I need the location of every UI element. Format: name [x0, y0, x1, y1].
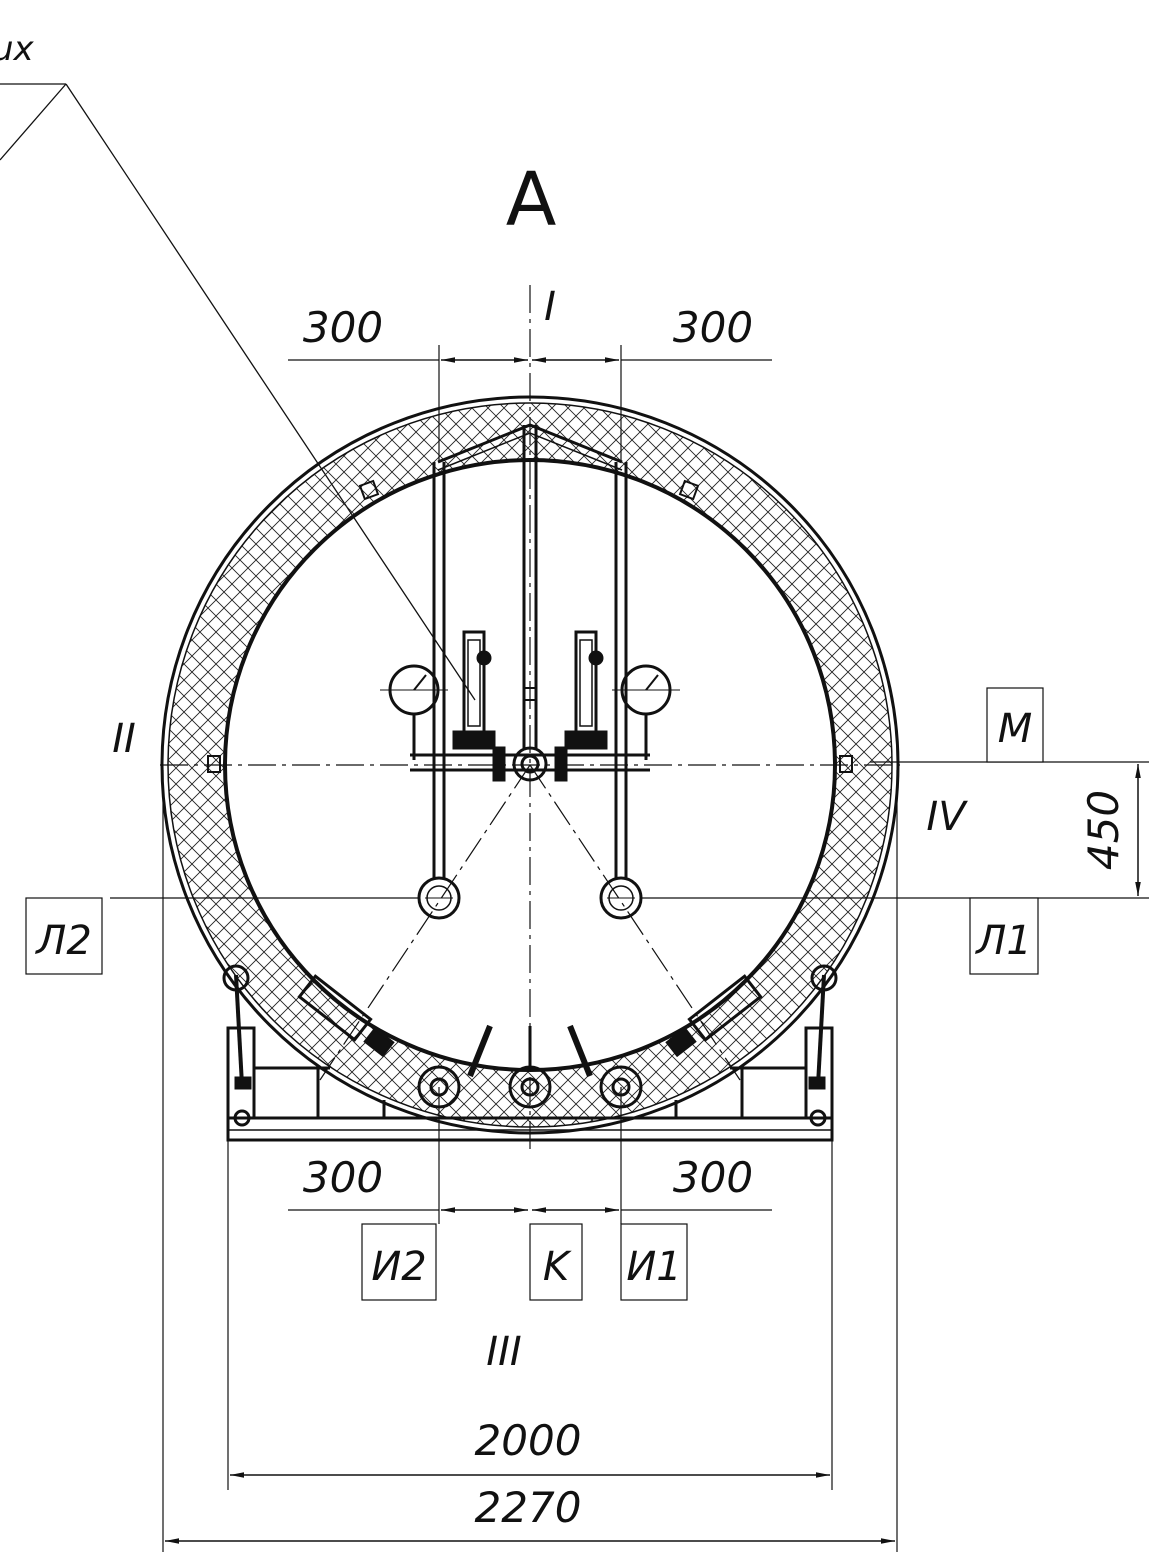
- dim-top-right: 300: [673, 303, 753, 352]
- centerlines: [160, 285, 900, 1150]
- flange-l2: [417, 876, 461, 920]
- right-gauge: [612, 664, 680, 760]
- view-label: A: [506, 157, 557, 243]
- callout-i1: И1: [620, 1223, 688, 1301]
- dim-top-left: 300: [303, 303, 383, 352]
- dim-inner-width: 2000: [475, 1416, 582, 1465]
- dim-vertical: 450: [1079, 790, 1128, 870]
- callout-i2-label: И2: [371, 1244, 426, 1290]
- callout-m: M: [986, 687, 1044, 763]
- dim-outer-width: 2270: [475, 1483, 582, 1532]
- axis-label-left: II: [112, 716, 136, 762]
- callout-l1-label: Л1: [974, 918, 1032, 964]
- extension-lines: [110, 345, 1149, 1552]
- callout-l1: Л1: [969, 897, 1039, 975]
- callout-m-label: M: [998, 706, 1033, 752]
- right-valve: [564, 630, 608, 750]
- callout-l2: Л2: [25, 897, 103, 975]
- callout-i2: И2: [361, 1223, 437, 1301]
- support-clamps: [297, 974, 763, 1058]
- callout-k: K: [529, 1223, 583, 1301]
- dimension-arrows: [165, 357, 1141, 1544]
- callout-i1-label: И1: [626, 1244, 681, 1290]
- leader-lines: [0, 83, 476, 701]
- axis-label-bottom: III: [486, 1329, 521, 1375]
- central-manifold: [410, 746, 650, 782]
- vertical-pipes: [432, 425, 628, 880]
- dim-bottom-right: 300: [673, 1153, 753, 1202]
- left-valve: [452, 630, 496, 750]
- corner-text: ux: [0, 29, 35, 69]
- dim-bottom-left: 300: [303, 1153, 383, 1202]
- axis-label-right: IV: [926, 794, 968, 840]
- left-gauge: [380, 664, 448, 760]
- callout-l2-label: Л2: [34, 918, 92, 964]
- flange-l1: [599, 876, 643, 920]
- axis-label-top: I: [544, 284, 556, 330]
- callout-k-label: K: [543, 1244, 572, 1290]
- base-frame: [222, 964, 838, 1142]
